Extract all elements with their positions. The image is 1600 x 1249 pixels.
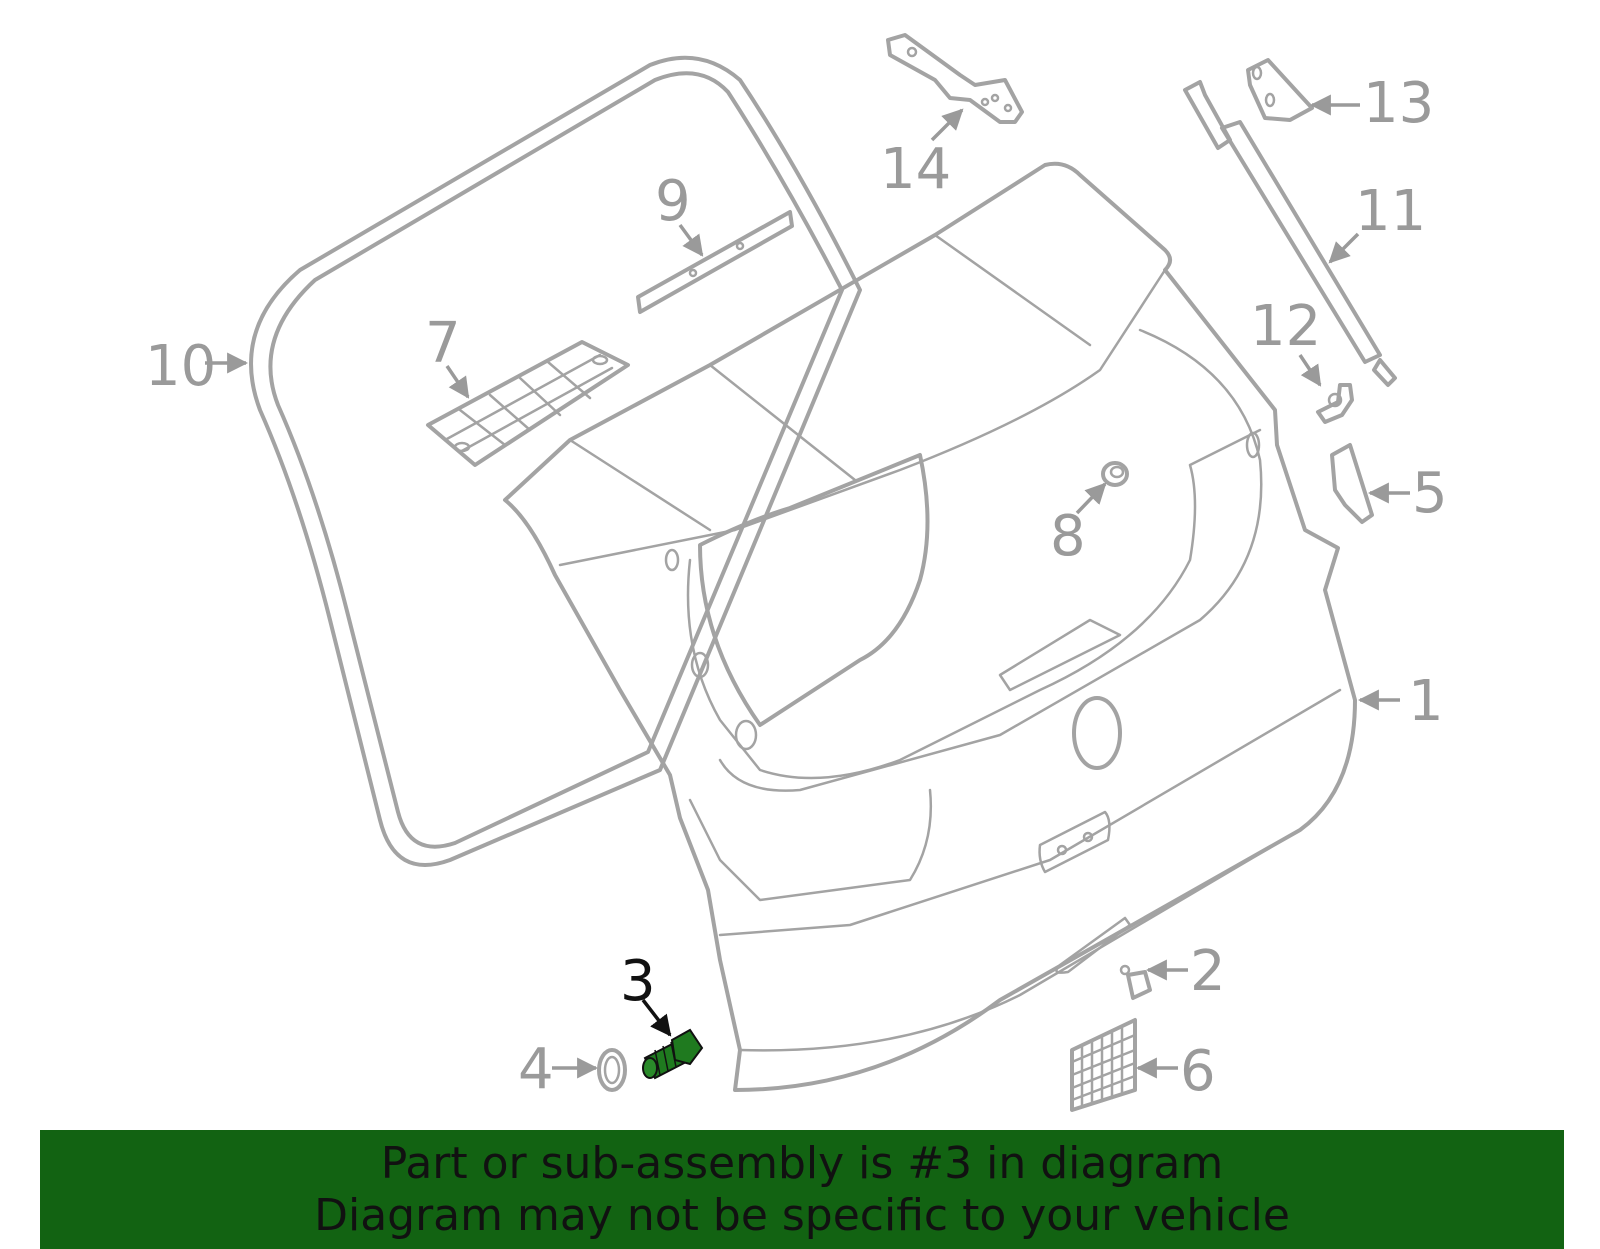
callout-9: 9 — [655, 169, 704, 257]
callout-13: 13 — [1309, 71, 1434, 136]
svg-text:4: 4 — [518, 1037, 554, 1102]
callout-12: 12 — [1250, 294, 1322, 387]
svg-text:14: 14 — [880, 137, 951, 202]
part-12-clip — [1316, 383, 1354, 424]
svg-text:1: 1 — [1408, 669, 1444, 734]
callout-1: 1 — [1357, 669, 1444, 734]
part-4-washer — [597, 1048, 627, 1092]
callout-8: 8 — [1050, 482, 1107, 569]
callout-10: 10 — [145, 334, 249, 399]
svg-text:5: 5 — [1412, 461, 1448, 526]
part-14-hinge — [886, 33, 1024, 124]
banner-line-2: Diagram may not be specific to your vehi… — [314, 1189, 1290, 1241]
svg-text:3: 3 — [620, 949, 656, 1014]
svg-text:11: 11 — [1355, 179, 1426, 244]
part-2-clip — [1119, 964, 1152, 1000]
svg-text:6: 6 — [1180, 1039, 1216, 1104]
callout-4: 4 — [518, 1037, 599, 1102]
part-13-bracket — [1246, 58, 1314, 122]
callout-2: 2 — [1145, 939, 1226, 1004]
svg-text:7: 7 — [425, 311, 461, 376]
callout-14: 14 — [880, 108, 964, 202]
part-5-bumper — [1330, 443, 1374, 524]
svg-text:12: 12 — [1250, 294, 1321, 359]
part-1-tailgate — [503, 161, 1357, 1092]
callout-3: 3 — [620, 949, 672, 1037]
callout-11: 11 — [1328, 179, 1426, 264]
svg-text:2: 2 — [1190, 939, 1226, 1004]
svg-text:8: 8 — [1050, 504, 1086, 569]
svg-text:9: 9 — [655, 169, 691, 234]
banner-line-1: Part or sub-assembly is #3 in diagram — [380, 1137, 1224, 1189]
svg-text:10: 10 — [145, 334, 216, 399]
callout-7: 7 — [425, 311, 470, 399]
part-7-grid-panel — [426, 340, 630, 467]
part-10-weatherstrip — [249, 55, 862, 867]
callout-6: 6 — [1135, 1039, 1216, 1104]
callout-5: 5 — [1367, 461, 1448, 526]
part-9-strip — [636, 210, 794, 314]
info-banner: Part or sub-assembly is #3 in diagram Di… — [40, 1130, 1564, 1249]
part-8-plug — [1101, 461, 1129, 487]
part-11-strut — [1183, 80, 1397, 387]
svg-text:13: 13 — [1363, 71, 1434, 136]
part-6-grid — [1070, 1018, 1137, 1112]
part-3-bolt-highlighted — [642, 1028, 704, 1080]
